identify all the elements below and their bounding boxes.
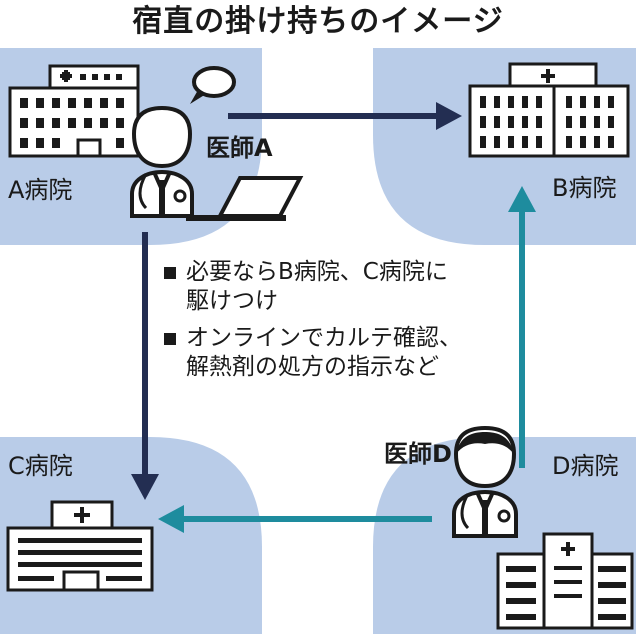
bullet-square-icon (164, 333, 176, 345)
list-item: 必要ならB病院、C病院に 駆けつけ (164, 258, 462, 316)
doctor-icon (452, 425, 518, 538)
hospital-c-label: C病院 (8, 452, 73, 480)
note-line: オンラインでカルテ確認、 (186, 325, 462, 351)
hospital-building-icon (6, 500, 154, 592)
doctor-a-label: 医師A (206, 134, 273, 162)
note-line: 解熱剤の処方の指示など (186, 354, 439, 380)
doctor-d-label: 医師D (384, 440, 452, 468)
note-line: 必要ならB病院、C病院に (186, 259, 448, 285)
arrow-a-to-b (228, 102, 462, 130)
arrow-d-to-c (158, 505, 432, 533)
doctor-icon (130, 105, 194, 218)
notes-list: 必要ならB病院、C病院に 駆けつけ オンラインでカルテ確認、 解熱剤の処方の指示… (164, 258, 462, 390)
hospital-building-icon (468, 62, 630, 158)
diagram-title: 宿直の掛け持ちのイメージ (132, 4, 504, 39)
bullet-square-icon (164, 267, 176, 279)
hospital-b-label: B病院 (552, 174, 617, 202)
arrow-a-to-c (131, 232, 159, 500)
speech-bubble-icon (190, 66, 236, 104)
note-line: 駆けつけ (186, 288, 278, 314)
list-item: オンラインでカルテ確認、 解熱剤の処方の指示など (164, 324, 462, 382)
hospital-a-label: A病院 (8, 176, 73, 204)
hospital-building-icon (8, 64, 140, 158)
laptop-icon (186, 176, 304, 221)
arrow-d-to-b (508, 186, 536, 468)
hospital-d-label: D病院 (552, 452, 619, 480)
hospital-building-icon (496, 532, 634, 630)
